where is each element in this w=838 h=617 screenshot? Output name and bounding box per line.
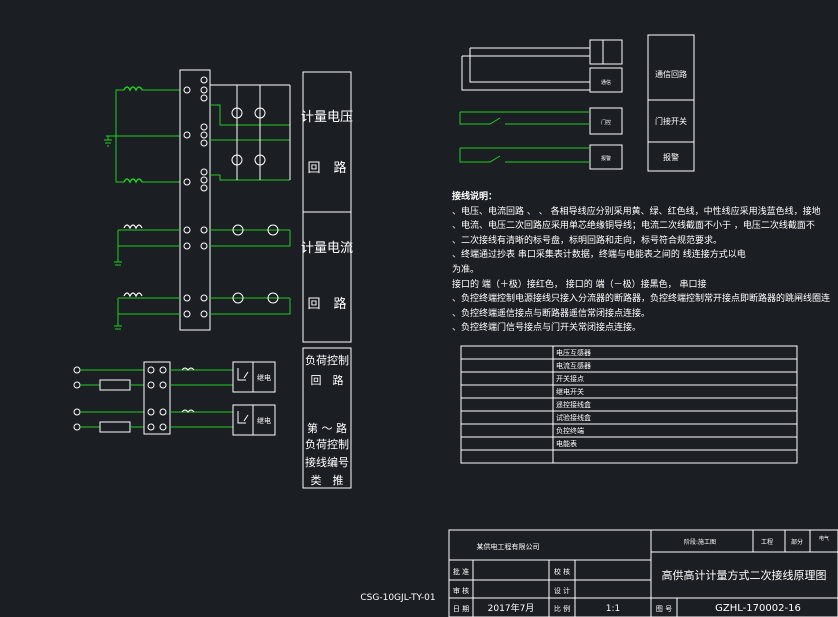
load-label-4: 负荷控制 [305, 437, 349, 451]
legend-row: 开关接点 [556, 374, 584, 383]
volt-label-1: 计量电压 [301, 110, 353, 125]
sheet-code: CSG-10GJL-TY-01 [360, 593, 435, 603]
coil-top [123, 86, 143, 92]
check-label: 校 核 [554, 567, 570, 576]
date-label: 日 期 [453, 605, 469, 613]
note-line: 、负控终端门信号接点与门开关常闭接点连接。 [452, 323, 642, 334]
design-label: 设 计 [554, 586, 570, 595]
note-line: 、电压、电流回路 、 、 各相导线应分别采用黄、绿、红色线，中性线应采用浅蓝色线… [452, 206, 821, 217]
load-label-6: 类 推 [311, 473, 344, 487]
volt-label-2: 回 路 [307, 160, 346, 176]
stage-label: 阶段:施工图 [684, 538, 716, 546]
load-label-3: 第 ～ 路 [307, 421, 347, 435]
comm-circuit [459, 34, 695, 172]
legend-row: 电压互感器 [556, 348, 591, 357]
title-block-texts: 某供电工程有限公司 批 准 审 核 日 期 校 核 设 计 比 例 2017年7… [453, 535, 829, 614]
legend-table-texts: 电压互感器 电流互感器 开关接点 继电开关 遥控接线盒 试验接线盒 负控终端 电… [556, 348, 591, 448]
current-terminals [183, 224, 279, 318]
drawing-no: GZHL-170002-16 [715, 603, 801, 614]
alarm-box-label: 报警 [601, 155, 611, 162]
load-label-1: 负荷控制 [305, 353, 349, 367]
label-texts: 计量电压 回 路 计量电流 回 路 负荷控制 回 路 第 ～ 路 负荷控制 接线… [301, 110, 353, 487]
legend-row: 电能表 [556, 439, 577, 448]
curr-label-2: 回 路 [307, 296, 346, 312]
part-label: 部分 [791, 538, 803, 546]
part-value: 电气 [819, 535, 829, 542]
review-label: 审 核 [453, 586, 469, 595]
legend-table [460, 345, 798, 464]
current-circuit [114, 224, 291, 330]
comm-box-label: 通信 [601, 79, 611, 86]
scale-value: 1:1 [606, 604, 620, 614]
coil-bottom [123, 178, 143, 184]
terminal-block [179, 69, 211, 331]
approve-label: 批 准 [453, 567, 469, 576]
load-control-circuit [73, 361, 276, 436]
legend-row: 遥控接线盒 [556, 400, 591, 409]
note-line: 、负控终端控制电源接线只接入分流器的断路器，负控终端控制常开接点即断路器的跳闸线… [452, 294, 831, 305]
note-line: 为准。 [452, 264, 480, 275]
date-value: 2017年7月 [488, 602, 535, 614]
drawing-title: 高供高计计量方式二次接线原理图 [662, 568, 827, 582]
legend-row: 试验接线盒 [556, 413, 591, 422]
load-label-5: 接线编号 [305, 455, 349, 469]
stage-value: 工程 [761, 538, 773, 546]
legend-row: 负控终端 [556, 426, 584, 435]
load-terminal-block [143, 361, 171, 435]
door-label: 门接开关 [655, 116, 687, 126]
door-box-label: 门控 [601, 119, 611, 126]
curr-label-1: 计量电流 [301, 241, 353, 256]
comm-label: 通信回路 [655, 69, 687, 79]
note-line: 、终端通过抄表 串口采集表计数据，终端与电能表之间的 线连接方式以电 [452, 250, 746, 261]
drawing-no-label: 图 号 [656, 605, 672, 613]
legend-row: 电流互感器 [556, 361, 591, 370]
scale-label: 比 例 [554, 604, 570, 613]
relay-label-2: 继电 [257, 416, 271, 425]
alarm-label: 报警 [663, 152, 679, 162]
title-block [448, 529, 838, 617]
relay-label-1: 继电 [257, 373, 271, 382]
wiring-notes: 接线说明： 、电压、电流回路 、 、 各相导线应分别采用黄、绿、红色线，中性线应… [452, 190, 838, 336]
note-line: 、二次接线有清晰的标号盘，标明回路和走向，标号符合规范要求。 [452, 235, 723, 246]
note-line: 、电流、电压二次回路应采用单芯绝缘铜导线；电流二次线截面不小于 ，电压二次线截面… [452, 221, 815, 232]
note-line: 接口的 端（＋极）接红色， 接口的 端（－极）接黑色， 串口接 [452, 279, 707, 290]
voltage-circuit [104, 69, 291, 331]
load-label-2: 回 路 [311, 374, 344, 387]
voltage-terminals [183, 76, 266, 192]
notes-title: 接线说明： [452, 192, 498, 202]
label-column [302, 71, 352, 489]
company-name: 某供电工程有限公司 [477, 542, 540, 551]
legend-row: 继电开关 [556, 387, 584, 396]
note-line: 、负控终端遥信接点与断路器遥信常闭接点连接。 [452, 308, 651, 319]
